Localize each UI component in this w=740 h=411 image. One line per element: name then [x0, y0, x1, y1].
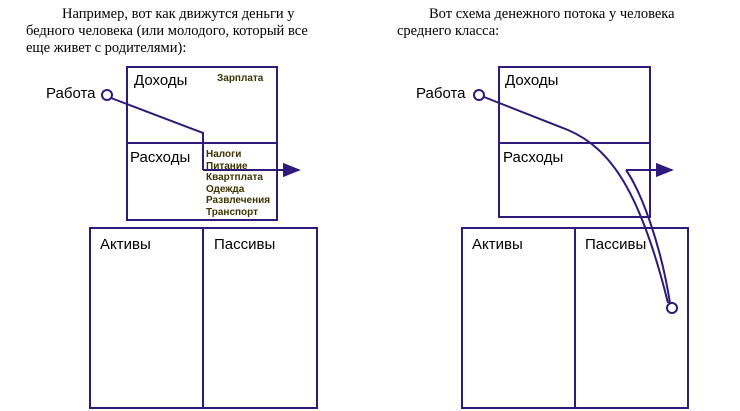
expense-item: Налоги: [206, 149, 242, 160]
left-liabilities-label: Пассивы: [214, 236, 276, 253]
right-assets-label: Активы: [472, 236, 523, 253]
right-expenses-label: Расходы: [503, 149, 564, 166]
expense-item: Квартплата: [206, 172, 263, 184]
right-caption-line2: среднего класса:: [397, 23, 500, 39]
left-caption-line1: Например, вот как движутся деньги у: [62, 6, 295, 22]
left-assets-label: Активы: [100, 236, 151, 253]
left-caption: Например, вот как движутся деньги у бедн…: [26, 6, 362, 57]
right-return-curve: [625, 169, 671, 304]
right-work-label: Работа: [416, 85, 466, 102]
right-liabilities-label: Пассивы: [585, 236, 647, 253]
expense-item: Одежда: [206, 183, 245, 195]
left-caption-line3: еще живет с родителями):: [26, 40, 187, 56]
left-flow-line: [110, 97, 204, 170]
right-work-node: [473, 89, 485, 101]
expense-item: Питание: [206, 160, 248, 172]
expense-item: Развлечения: [206, 195, 271, 207]
right-flow-curve: [483, 96, 669, 304]
left-work-label: Работа: [46, 85, 96, 102]
left-expense-list: Налоги Питание Квартплата Одежда Развлеч…: [206, 149, 270, 219]
left-income-label: Доходы: [134, 72, 188, 89]
left-salary-label: Зарплата: [217, 73, 264, 84]
left-expenses-label: Расходы: [130, 149, 191, 166]
right-caption: Вот схема денежного потока у человека ср…: [397, 6, 727, 40]
right-income-label: Доходы: [505, 72, 559, 89]
right-caption-line1: Вот схема денежного потока у человека: [429, 6, 675, 22]
right-liability-node: [666, 302, 678, 314]
left-work-node: [101, 89, 113, 101]
left-caption-line2: бедного человека (или молодого, который …: [26, 23, 308, 39]
expense-item: Транспорт: [206, 206, 259, 218]
